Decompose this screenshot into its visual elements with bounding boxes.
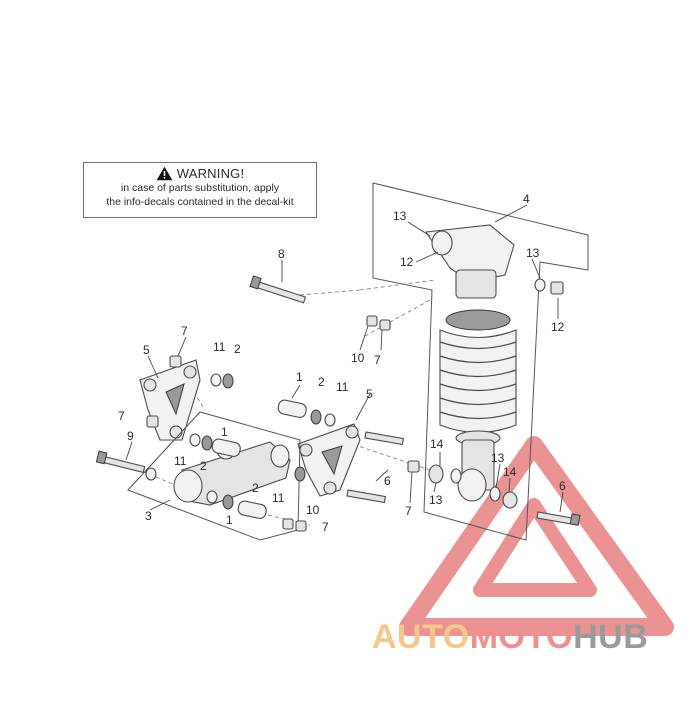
callout-2: 2 (252, 481, 259, 495)
callout-4: 4 (523, 192, 530, 206)
callout-13: 13 (393, 209, 407, 223)
nuts-washers (146, 315, 420, 532)
callout-1: 1 (296, 370, 303, 384)
callout-7: 7 (374, 353, 381, 367)
callout-9: 9 (127, 429, 134, 443)
callout-6: 6 (384, 474, 391, 488)
callout-1: 1 (221, 425, 228, 439)
warning-header: WARNING! (84, 166, 316, 181)
callout-11: 11 (272, 491, 285, 505)
logo-part-auto: AUTO (372, 618, 470, 656)
plate-right (297, 423, 361, 497)
callout-5: 5 (366, 387, 373, 401)
callout-14: 14 (430, 437, 444, 451)
seals-bearings (145, 373, 336, 510)
callout-12: 12 (400, 255, 414, 269)
callout-7: 7 (118, 409, 125, 423)
shock-frame (372, 182, 589, 541)
warning-title: WARNING! (176, 166, 245, 181)
bush-parts (211, 399, 307, 519)
automotohub-logo: AUTOMOTOHUB (372, 618, 648, 657)
callout-2: 2 (200, 459, 207, 473)
callout-7: 7 (405, 504, 412, 518)
logo-part-moto: MOTO (469, 618, 574, 656)
callout-labels: 4 13 12 13 12 8 5 7 11 2 10 7 1 2 11 5 7… (118, 192, 566, 534)
callout-2: 2 (318, 375, 325, 389)
callout-5: 5 (143, 343, 150, 357)
watermark-triangle-icon (399, 436, 674, 636)
callout-11: 11 (213, 340, 226, 354)
bolt-9 (95, 450, 146, 474)
callout-6: 6 (559, 479, 566, 493)
callout-7: 7 (181, 324, 188, 338)
callout-11: 11 (174, 454, 187, 468)
callout-11: 11 (336, 380, 349, 394)
callout-10: 10 (351, 351, 365, 365)
bolt-8 (249, 275, 307, 304)
callout-8: 8 (278, 247, 285, 261)
warning-line-1: in case of parts substitution, apply (120, 182, 280, 194)
callout-3: 3 (145, 509, 152, 523)
callout-13: 13 (526, 246, 540, 260)
warning-box: WARNING! in case of parts substitution, … (83, 162, 317, 218)
callout-10: 10 (306, 503, 320, 517)
lever-frame (127, 411, 301, 541)
warning-triangle-icon (156, 166, 173, 181)
shock-absorber (425, 224, 564, 509)
callout-13: 13 (491, 451, 505, 465)
callout-13: 13 (429, 493, 443, 507)
callout-1: 1 (226, 513, 233, 527)
callout-2: 2 (234, 342, 241, 356)
logo-part-hub: HUB (573, 618, 649, 656)
callout-7: 7 (322, 520, 329, 534)
warning-line-2: the info-decals contained in the decal-k… (106, 196, 294, 208)
callout-12: 12 (551, 320, 565, 334)
leader-lines (125, 204, 564, 513)
bolts-6 (346, 431, 581, 526)
plate-left (139, 359, 201, 441)
callout-14: 14 (503, 465, 517, 479)
